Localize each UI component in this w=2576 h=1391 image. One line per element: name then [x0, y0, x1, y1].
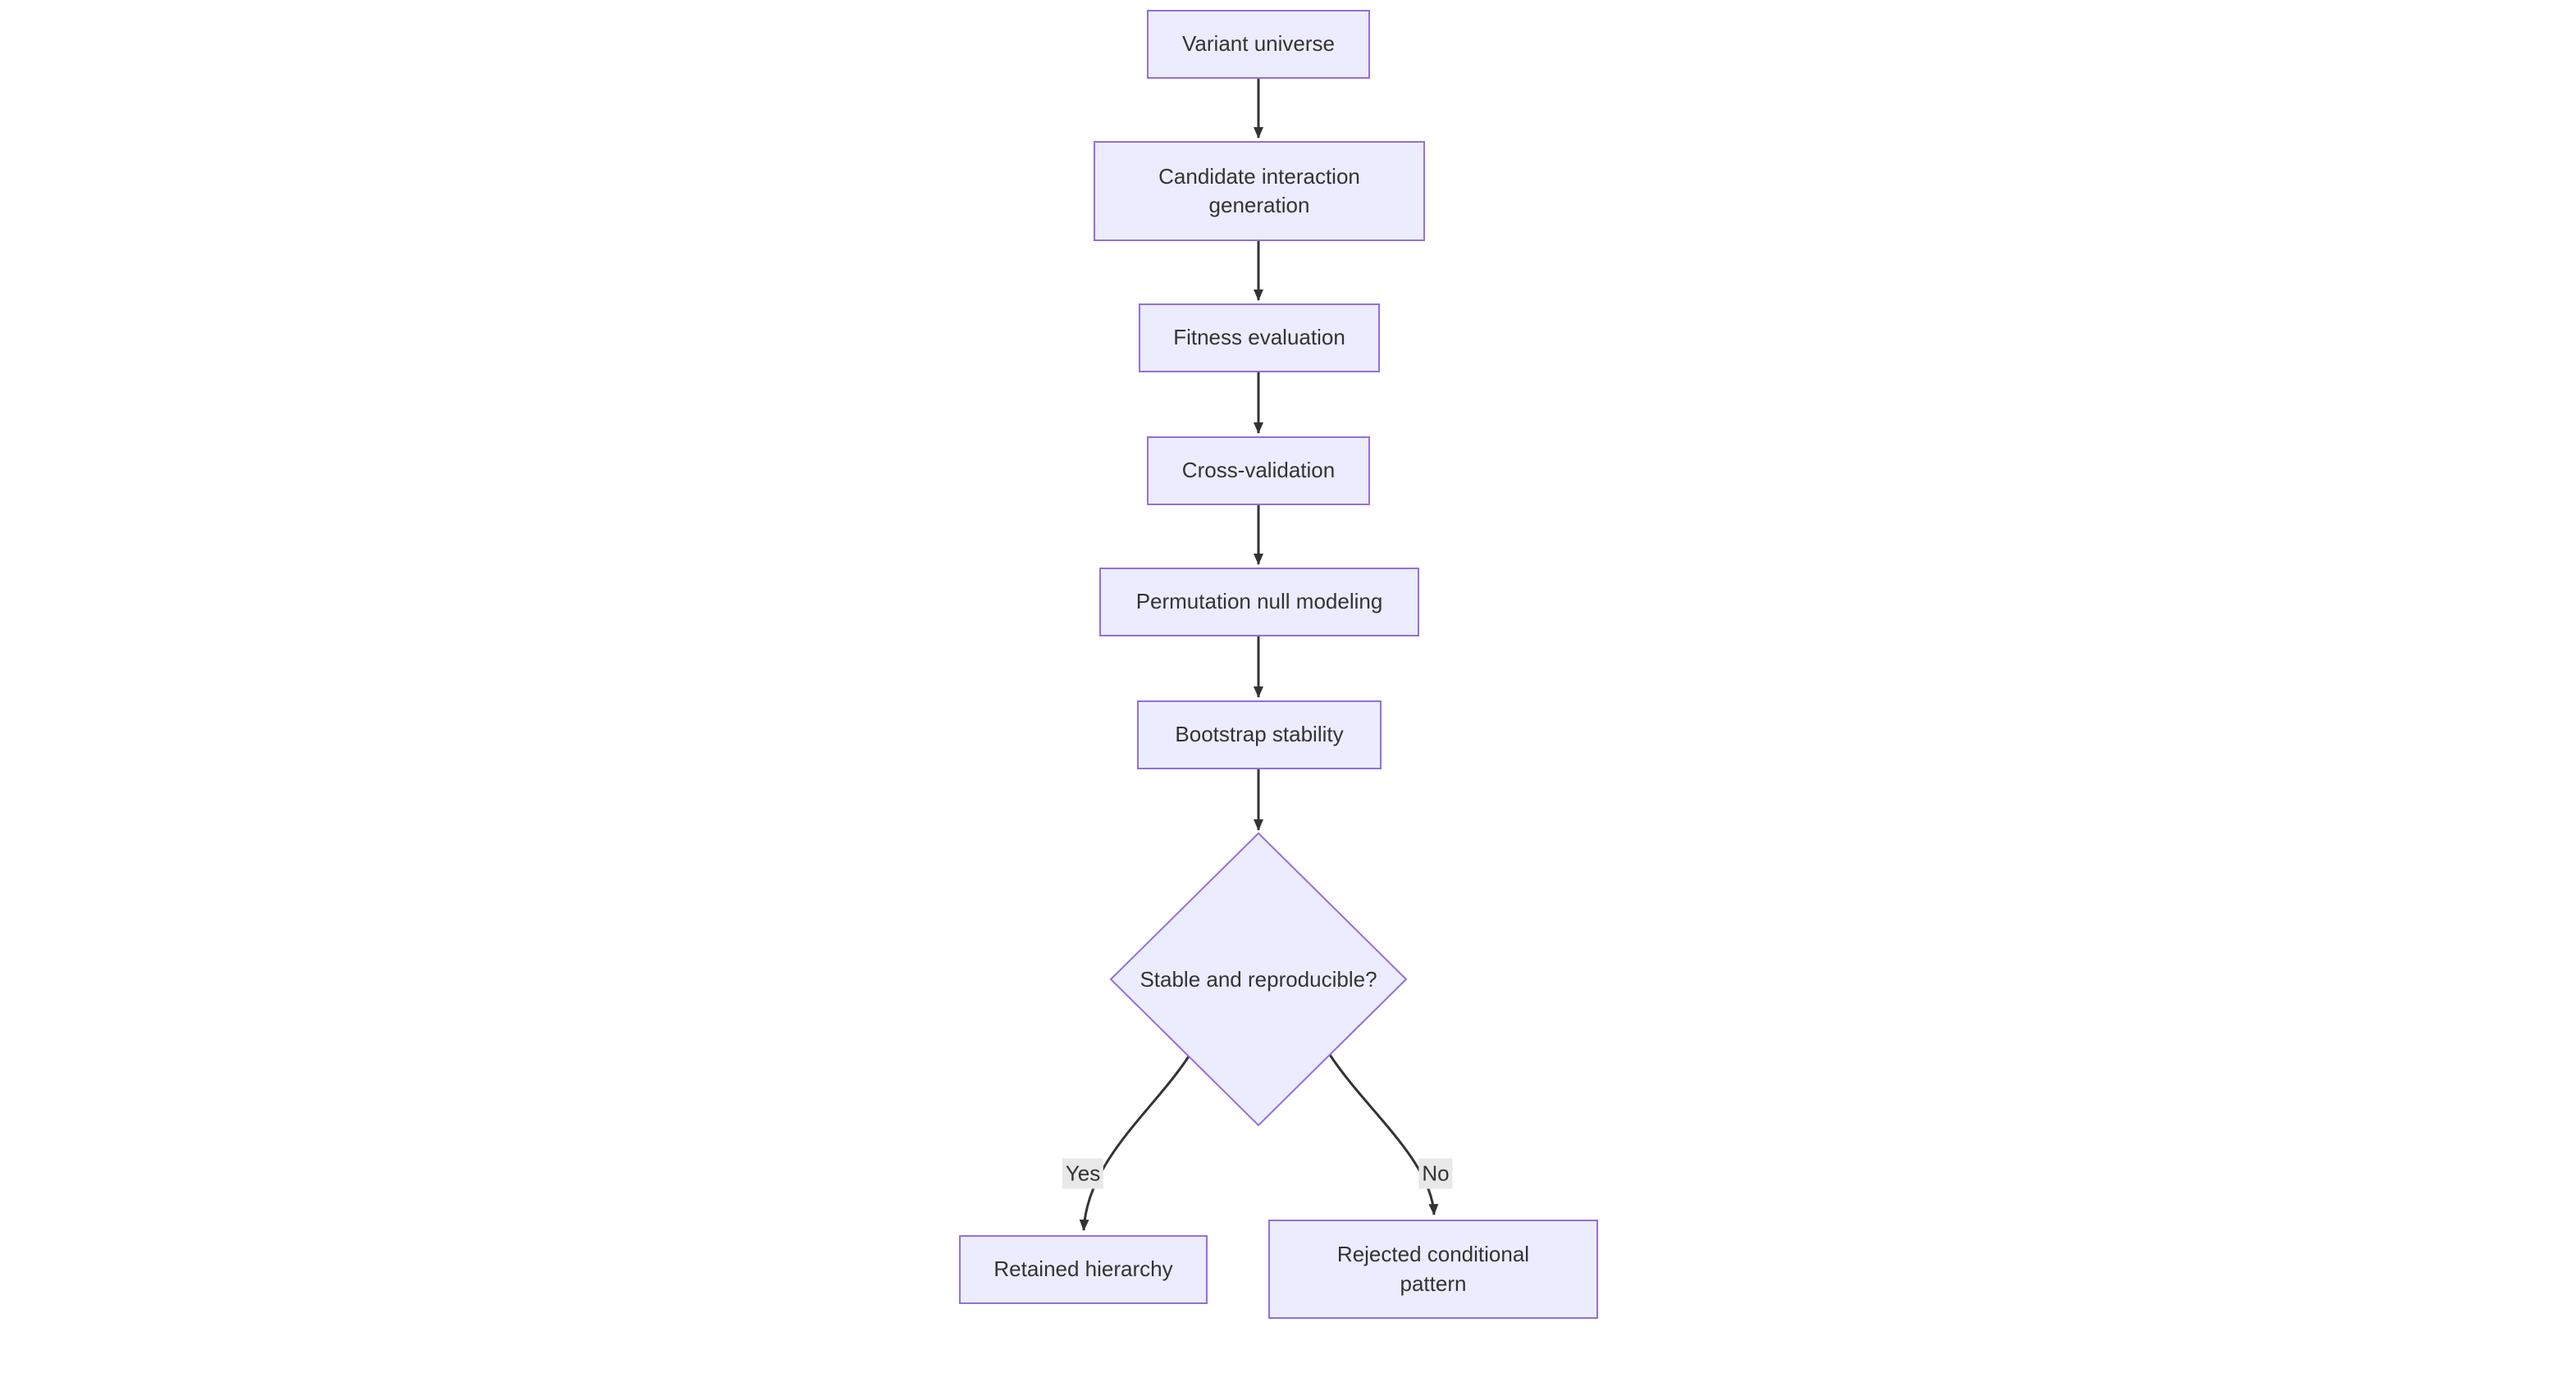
node-rejected-conditional-pattern: Rejected conditional pattern	[1268, 1220, 1598, 1319]
edge-label-no: No	[1418, 1158, 1453, 1189]
node-cross-validation-label: Cross-validation	[1181, 458, 1336, 483]
node-retained-hierarchy: Retained hierarchy	[959, 1235, 1208, 1304]
node-variant-universe-label: Variant universe	[1182, 31, 1335, 57]
node-candidate-interaction-generation-label: Candidate interaction generation	[1158, 163, 1360, 217]
edge-decision-yes-to-retained	[1079, 1056, 1190, 1231]
node-cross-validation: Cross-validation	[1147, 436, 1370, 505]
node-permutation-null-modeling-label: Permutation null modeling	[1135, 589, 1383, 614]
node-bootstrap-stability-label: Bootstrap stability	[1175, 722, 1344, 747]
node-fitness-evaluation-label: Fitness evaluation	[1173, 325, 1345, 350]
edge-label-yes: Yes	[1062, 1158, 1104, 1189]
node-permutation-null-modeling: Permutation null modeling	[1099, 568, 1419, 636]
node-variant-universe: Variant universe	[1147, 10, 1370, 79]
node-stable-and-reproducible-label: Stable and reproducible?	[1140, 967, 1377, 992]
decision-diamond-shape	[1109, 832, 1408, 1127]
node-retained-hierarchy-label: Retained hierarchy	[993, 1256, 1173, 1282]
node-bootstrap-stability: Bootstrap stability	[1137, 700, 1382, 769]
node-candidate-interaction-generation: Candidate interaction generation	[1094, 141, 1425, 241]
node-fitness-evaluation: Fitness evaluation	[1139, 303, 1380, 372]
edge-decision-no-to-rejected	[1328, 1054, 1439, 1215]
node-rejected-conditional-pattern-label: Rejected conditional pattern	[1336, 1242, 1530, 1296]
